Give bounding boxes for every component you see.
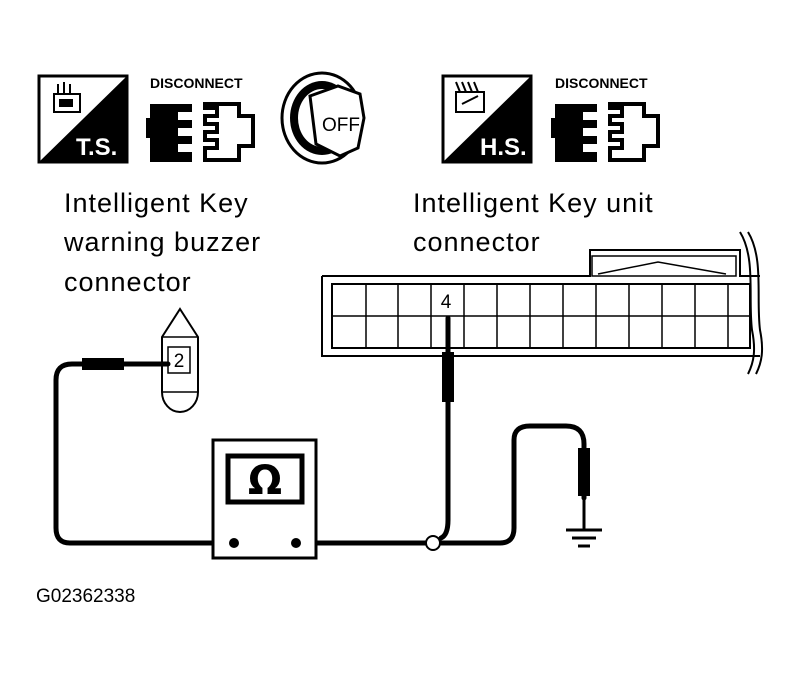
disconnect-connector-icon-2: DISCONNECT [551, 75, 660, 162]
buzzer-connector: 2 [161, 307, 199, 413]
lead-junction [425, 535, 441, 551]
key-off-text: OFF [322, 115, 360, 136]
ohmmeter: Ω [211, 438, 318, 560]
figure-id: G02362338 [36, 586, 135, 607]
unit-connector: 4 [321, 231, 764, 375]
meter-terminal-left [229, 538, 239, 548]
ohm-symbol: Ω [248, 458, 282, 504]
ground-icon [566, 528, 602, 548]
unit-pin-4-label: 4 [441, 292, 452, 313]
hs-badge-text: H.S. [480, 134, 527, 161]
disconnect-label-2: DISCONNECT [555, 75, 648, 91]
buzzer-label-line-3: connector [64, 267, 192, 297]
ts-badge-text: T.S. [76, 134, 117, 161]
ignition-key-off-icon: OFF [280, 71, 366, 165]
unit-label-line-2: connector [413, 227, 541, 257]
buzzer-pin-2-label: 2 [174, 351, 185, 372]
unit-pin-4-cavity [436, 290, 456, 314]
buzzer-label-line-2: warning buzzer [63, 227, 261, 257]
unit-connector-label: Intelligent Key unit connector [413, 188, 654, 257]
buzzer-label-line-1: Intelligent Key [64, 188, 249, 218]
unit-probe [442, 352, 454, 402]
disconnect-label: DISCONNECT [150, 75, 243, 91]
ground-probe [578, 448, 590, 496]
disconnect-connector-icon: DISCONNECT [146, 75, 255, 162]
buzzer-probe [82, 358, 124, 370]
ts-badge-icon: T.S. [37, 74, 129, 164]
hs-badge-icon: H.S. [441, 74, 533, 164]
unit-label-line-1: Intelligent Key unit [413, 188, 654, 218]
test-leads [53, 315, 587, 546]
buzzer-connector-label: Intelligent Key warning buzzer connector [63, 188, 261, 297]
meter-terminal-right [291, 538, 301, 548]
